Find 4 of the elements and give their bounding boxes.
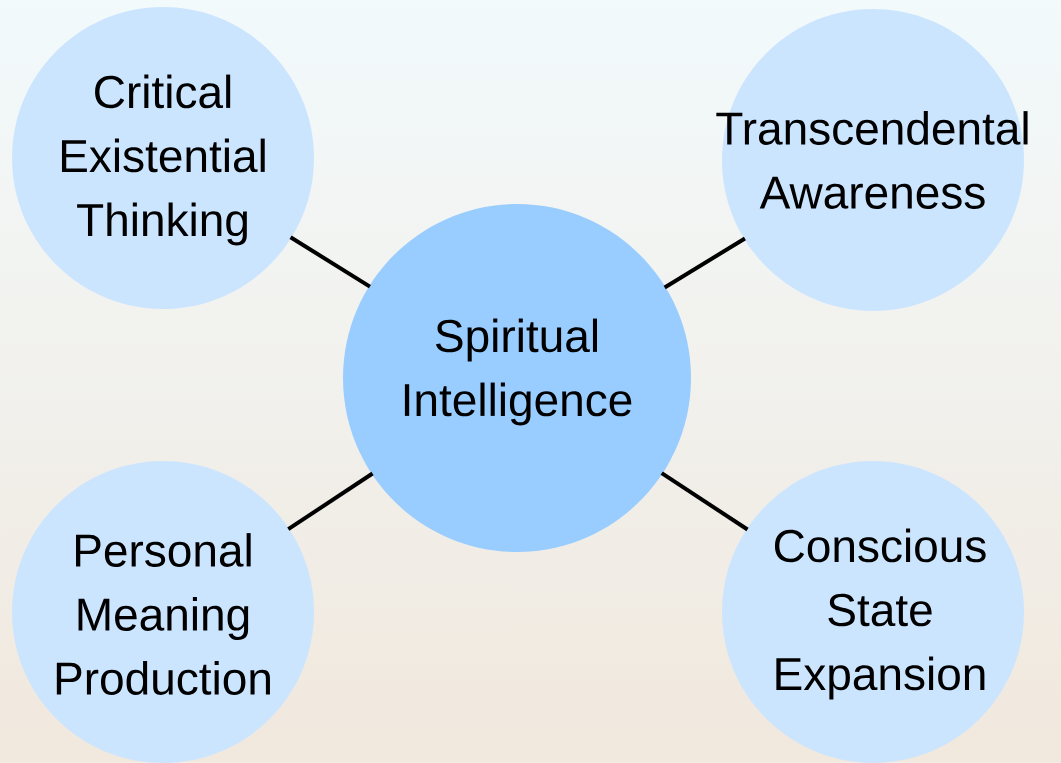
connector-line	[663, 236, 746, 290]
connector-line	[287, 471, 374, 531]
connector-line	[289, 235, 371, 289]
connector-line	[660, 471, 749, 532]
